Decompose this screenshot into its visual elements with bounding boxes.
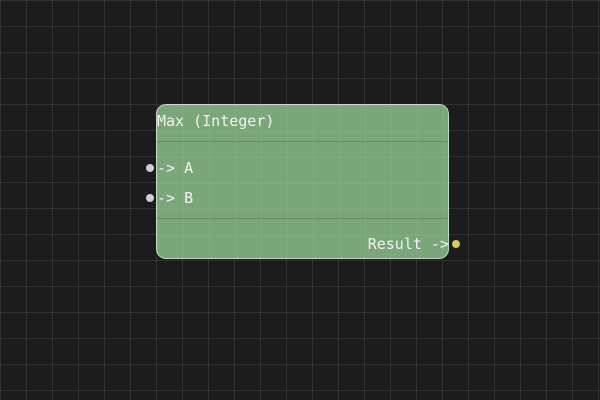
output-port-result[interactable]: Result ->: [368, 235, 460, 253]
input-port-a-connector-icon[interactable]: [146, 164, 154, 172]
output-port-result-connector-icon[interactable]: [452, 240, 460, 248]
input-port-b[interactable]: -> B: [146, 189, 193, 207]
node-title: Max (Integer): [157, 112, 275, 130]
input-port-a[interactable]: -> A: [146, 159, 193, 177]
header-divider: [157, 141, 448, 142]
input-port-a-label: -> A: [157, 159, 194, 177]
footer-divider: [157, 218, 448, 219]
input-port-b-connector-icon[interactable]: [146, 194, 154, 202]
output-port-result-label: Result ->: [367, 235, 449, 253]
input-port-b-label: -> B: [157, 189, 194, 207]
max-integer-node[interactable]: Max (Integer) -> A -> B Result ->: [146, 104, 460, 259]
